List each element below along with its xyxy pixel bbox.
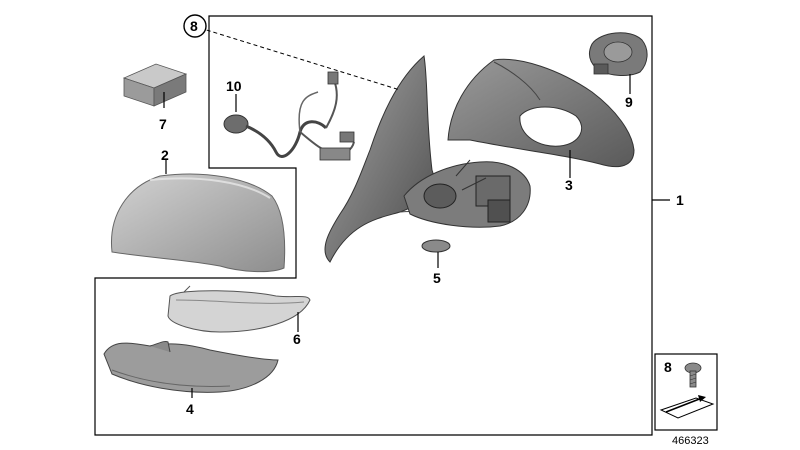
callout-10: 10 [226, 78, 242, 94]
part-9-mirror-motor[interactable] [588, 32, 648, 76]
callout-8: 8 [190, 18, 198, 34]
mounting-direction-icon [659, 395, 715, 419]
leader-lines [163, 27, 670, 398]
mirror-adjustment-motor[interactable] [403, 159, 531, 228]
callout-labels: 1 2 3 4 5 6 7 8 9 10 8 466323 [159, 14, 709, 447]
part-8-screw[interactable] [684, 362, 702, 388]
callout-8-circle [183, 14, 207, 38]
part-6-turn-signal-lens[interactable] [167, 285, 311, 333]
part-2-mirror-cap[interactable] [110, 173, 286, 273]
callout-2: 2 [161, 147, 169, 163]
callout-5: 5 [433, 270, 441, 286]
part-7-module-block[interactable] [122, 63, 188, 107]
callout-8-box: 8 [664, 359, 672, 375]
part-4-trim-strip[interactable] [103, 341, 279, 393]
diagram-reference-number: 466323 [672, 435, 709, 447]
callout-3: 3 [565, 177, 573, 193]
callout-4: 4 [186, 401, 194, 417]
callout-1: 1 [676, 192, 684, 208]
part-10-wiring-harness[interactable] [223, 71, 355, 161]
callout-6: 6 [293, 331, 301, 347]
part-5-cover-cap[interactable] [421, 239, 451, 253]
callout-9: 9 [625, 94, 633, 110]
diagram-frames [94, 15, 718, 436]
part-3-mirror-housing[interactable] [447, 58, 635, 168]
callout-7: 7 [159, 116, 167, 132]
